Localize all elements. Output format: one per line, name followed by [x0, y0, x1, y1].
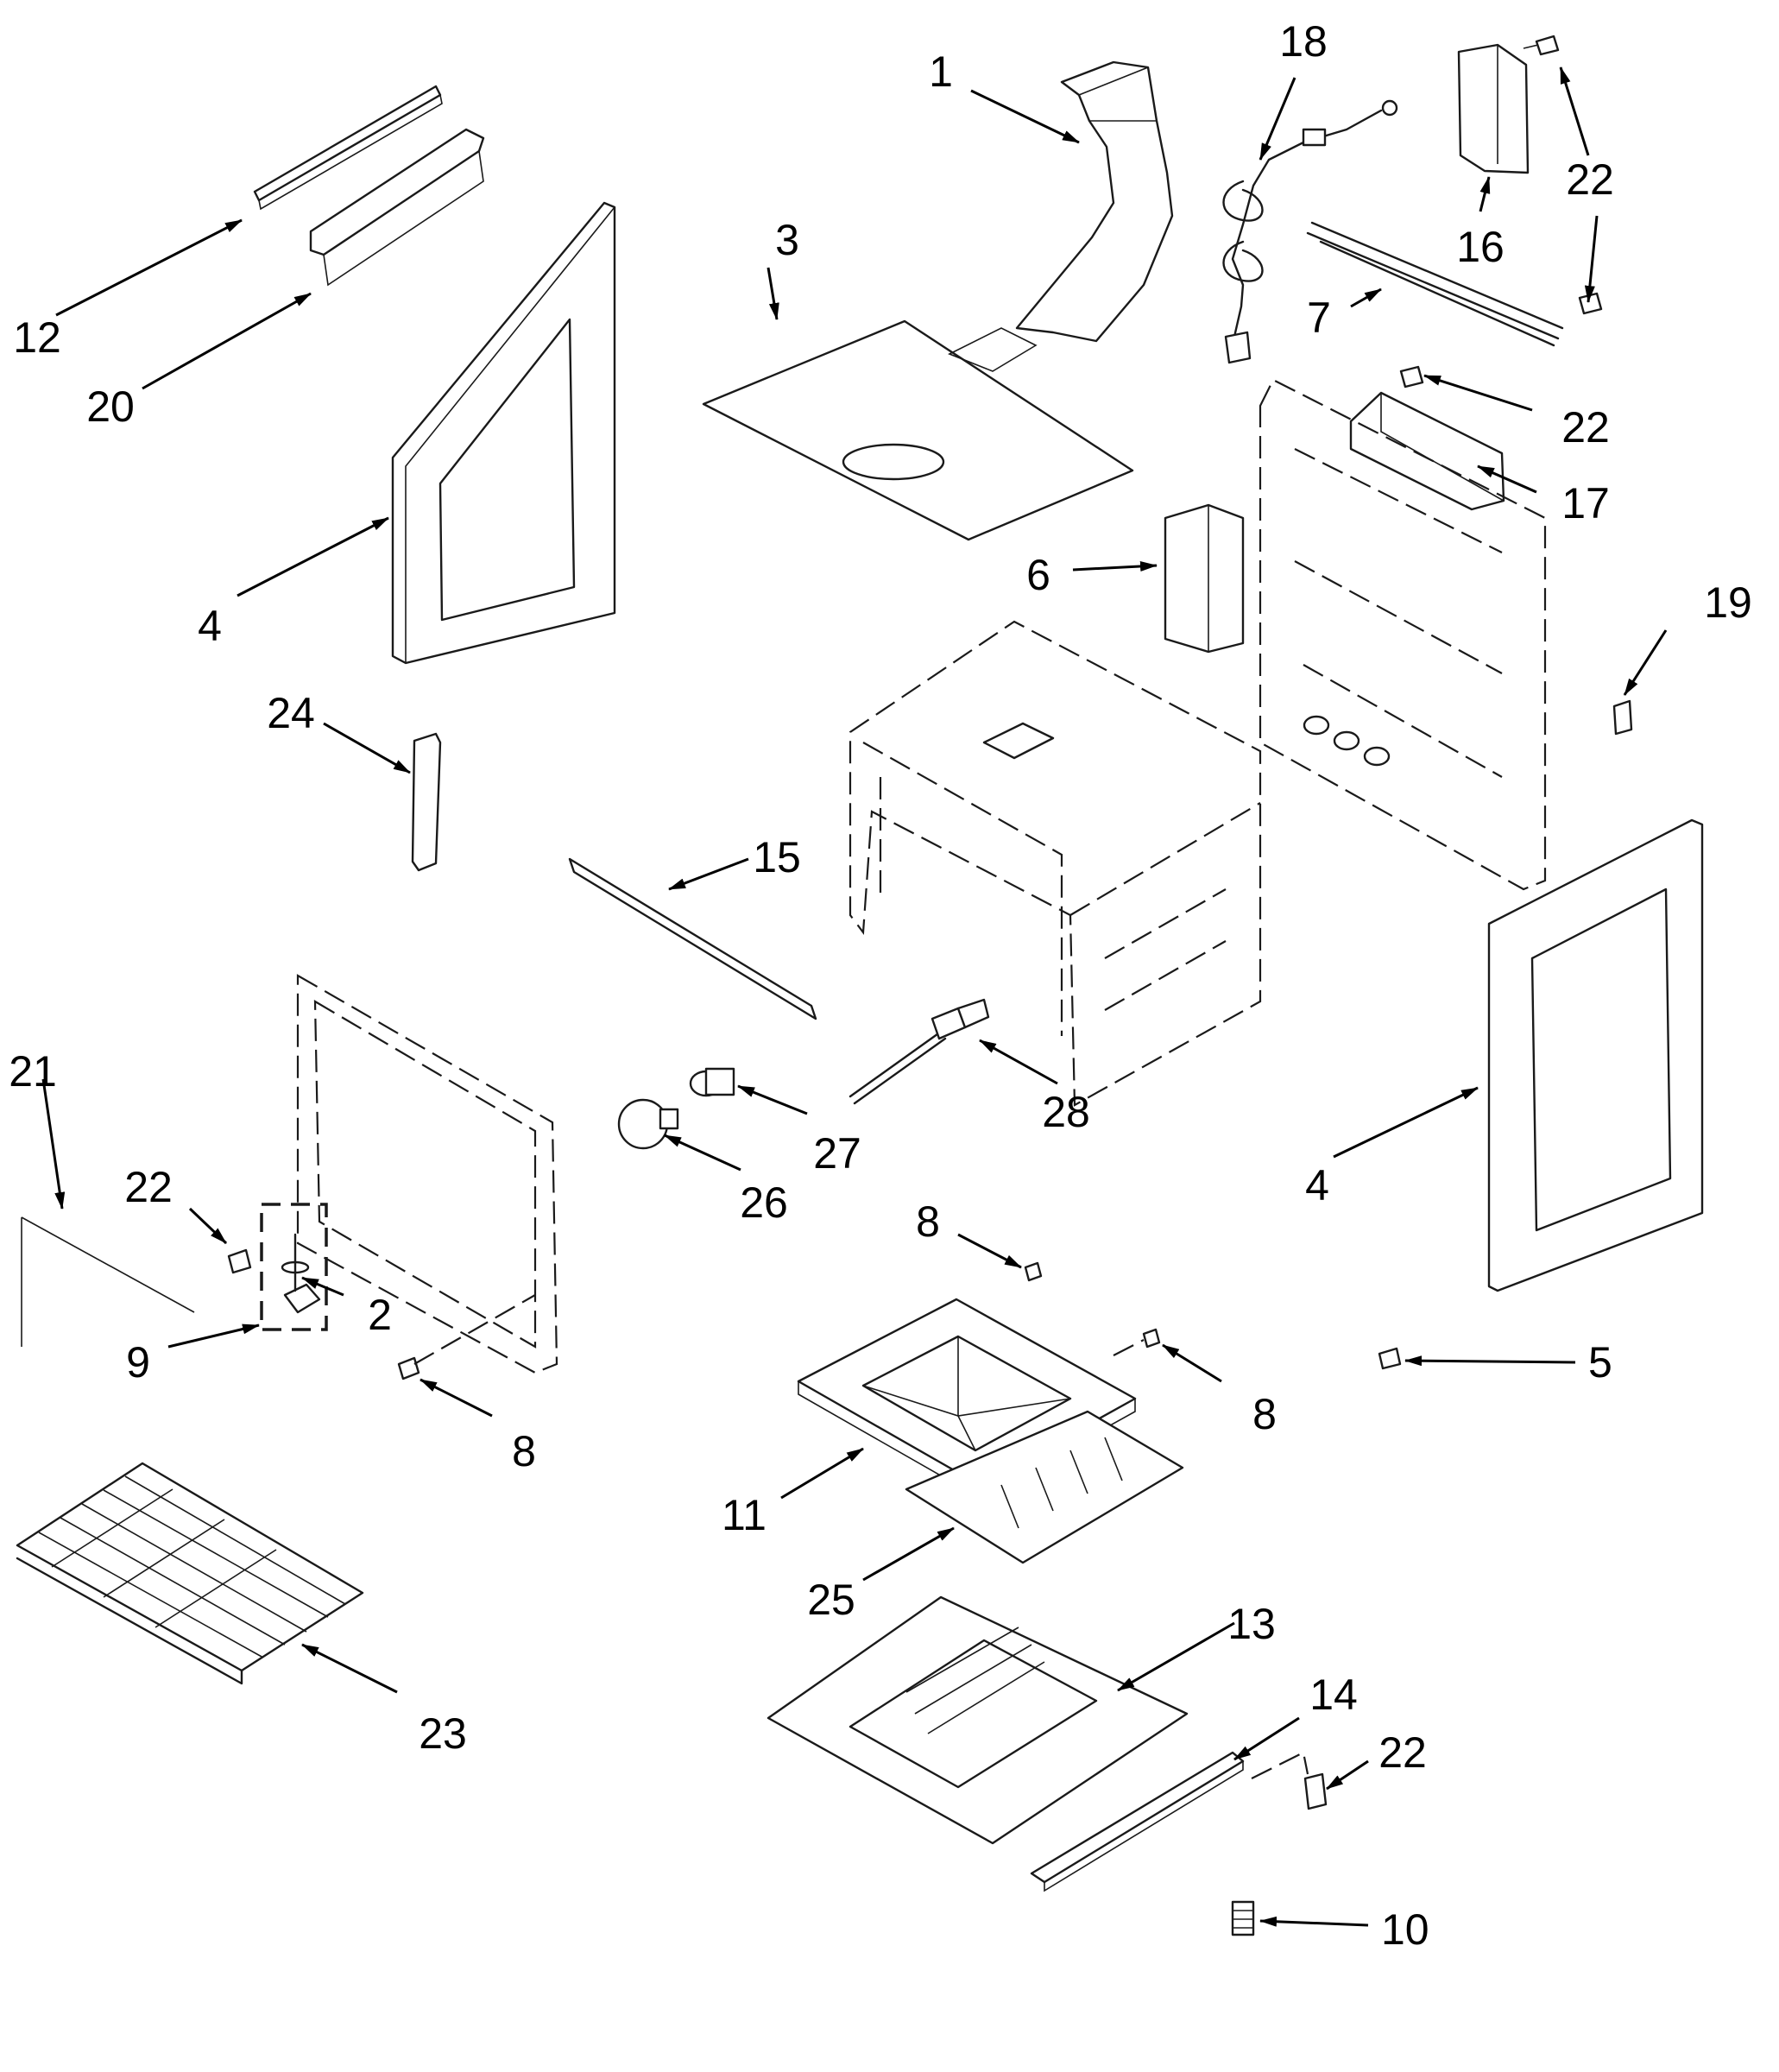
callout-labels: 1 2 3 4 4 5 6 7 8 8 8 9 10 11 12 13 14 1… [9, 17, 1752, 1954]
part-small-bracket [411, 732, 442, 872]
part-bracket [309, 128, 485, 287]
callout-9: 9 [126, 1338, 150, 1387]
part-wire-harness [1306, 221, 1564, 347]
callout-25: 25 [807, 1576, 855, 1624]
callout-4-right: 4 [1305, 1161, 1329, 1210]
part-screw [227, 1248, 252, 1274]
part-screw [397, 1356, 420, 1380]
callout-10: 10 [1381, 1905, 1429, 1954]
callout-21: 21 [9, 1047, 57, 1096]
part-lamp-socket [689, 1067, 735, 1097]
part-side-panel-left [391, 201, 616, 665]
part-clip-small [1378, 1347, 1402, 1370]
part-vent-duct [1015, 60, 1174, 343]
callout-11: 11 [722, 1491, 766, 1539]
part-front-trim [568, 857, 817, 1020]
callout-8-top: 8 [916, 1197, 940, 1246]
callout-leaders [41, 66, 1668, 1927]
part-power-cord [1222, 99, 1398, 364]
callout-22-middle: 22 [1561, 403, 1610, 452]
part-base-trim [1030, 1751, 1245, 1892]
callout-18: 18 [1279, 17, 1328, 66]
part-glass-panel [21, 1216, 195, 1347]
part-screw [1399, 365, 1424, 388]
callout-15: 15 [753, 833, 801, 881]
callout-28: 28 [1042, 1088, 1090, 1136]
callout-14: 14 [1309, 1671, 1358, 1719]
callout-5: 5 [1588, 1338, 1612, 1387]
callout-13: 13 [1227, 1600, 1276, 1648]
part-leveling-foot [1231, 1900, 1255, 1936]
callout-27: 27 [813, 1129, 861, 1178]
part-front-frame [296, 974, 558, 1374]
callout-22-top: 22 [1566, 155, 1614, 204]
callout-7: 7 [1307, 294, 1331, 342]
callout-19: 19 [1704, 578, 1752, 627]
part-rear-panel [1259, 378, 1547, 891]
callout-23: 23 [419, 1709, 467, 1758]
part-screw [1303, 1772, 1328, 1810]
part-screw [1523, 35, 1560, 56]
callout-22-left: 22 [124, 1163, 173, 1211]
part-clip [1612, 699, 1633, 736]
callout-6: 6 [1026, 551, 1050, 599]
callout-12: 12 [13, 313, 61, 362]
callout-16: 16 [1456, 223, 1505, 271]
callout-2: 2 [368, 1291, 392, 1339]
part-top-panel [702, 319, 1134, 541]
part-temperature-sensor [848, 998, 990, 1105]
part-leveling-leg [260, 1203, 328, 1331]
part-light-bulb [617, 1098, 679, 1150]
part-trim-strip [253, 85, 443, 211]
part-electronic-box [1164, 503, 1245, 654]
part-side-panel-right [1487, 818, 1704, 1292]
callout-1: 1 [929, 47, 953, 96]
part-oven-rack [16, 1462, 364, 1685]
callout-22-bottom: 22 [1378, 1728, 1427, 1777]
part-control-bracket [1457, 43, 1530, 174]
callout-3: 3 [775, 216, 799, 264]
part-screw [1142, 1328, 1161, 1349]
part-oven-cavity [848, 620, 1262, 1107]
callout-24: 24 [267, 689, 315, 737]
callout-17: 17 [1561, 479, 1610, 527]
part-base-panel [766, 1595, 1189, 1845]
callout-20: 20 [86, 382, 135, 431]
part-screw [1578, 292, 1603, 315]
part-screw [1024, 1261, 1043, 1282]
callout-8-right: 8 [1252, 1390, 1277, 1438]
callout-8-left: 8 [512, 1427, 536, 1475]
part-mount-bracket [1349, 391, 1505, 511]
callout-26: 26 [740, 1178, 788, 1227]
callout-4-left: 4 [198, 602, 222, 650]
part-heat-shield [905, 1410, 1184, 1564]
